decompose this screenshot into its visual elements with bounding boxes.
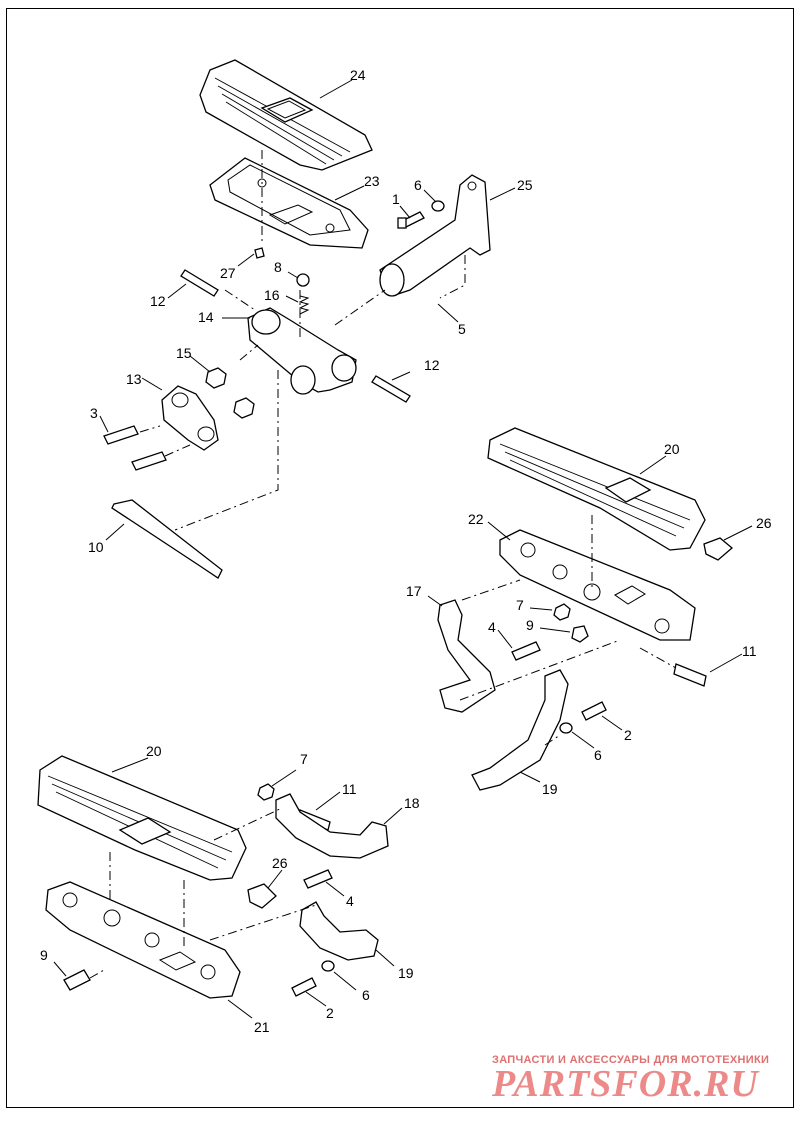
- spring-16: [298, 295, 310, 315]
- callout-27: 27: [220, 265, 236, 281]
- callout-7-right: 7: [516, 597, 524, 613]
- bolt-2-right: [581, 701, 607, 721]
- callout-7-left: 7: [300, 751, 308, 767]
- callout-18: 18: [404, 795, 420, 811]
- callout-14: 14: [198, 309, 214, 325]
- mount-bracket-25: [379, 174, 491, 297]
- callout-19-left: 19: [398, 965, 414, 981]
- callout-labels: 24 23 25 1 6 27 8 16 12 14 5 15 12 13 3 …: [40, 67, 772, 1035]
- callout-6-right: 6: [594, 747, 602, 763]
- ball-8: [296, 273, 310, 287]
- screw-27: [254, 247, 265, 259]
- pivot-body-14: [247, 307, 357, 395]
- pin-12-right: [371, 375, 411, 403]
- callout-4-right: 4: [488, 619, 496, 635]
- callout-2-left: 2: [326, 1005, 334, 1021]
- callout-15: 15: [176, 345, 192, 361]
- bolt-2-left: [291, 977, 317, 997]
- watermark-logo: PARTSFOR.RU: [492, 1063, 759, 1105]
- callout-9-right: 9: [526, 617, 534, 633]
- callout-26-right: 26: [756, 515, 772, 531]
- washer-6-left: [321, 960, 335, 972]
- callout-8: 8: [274, 259, 282, 275]
- nut-7-right: [553, 603, 571, 621]
- callout-6-left: 6: [362, 987, 370, 1003]
- bolt-11-right: [673, 663, 707, 687]
- support-plate-21: [45, 881, 241, 999]
- callout-17: 17: [406, 583, 422, 599]
- bracket-18: [275, 793, 389, 859]
- callout-2-right: 2: [624, 727, 632, 743]
- arm-19-right: [471, 669, 569, 791]
- callout-12-left: 12: [150, 293, 166, 309]
- footboard-20-left: [37, 755, 247, 881]
- watermark-tagline: ЗАПЧАСТИ И АКСЕССУАРЫ ДЛЯ МОТОТЕХНИКИ: [492, 1054, 770, 1066]
- callout-5: 5: [458, 321, 466, 337]
- arm-19-left: [299, 901, 379, 961]
- callout-11-right: 11: [742, 643, 757, 659]
- callout-22: 22: [468, 511, 484, 527]
- knob-9-left: [63, 969, 91, 991]
- nut-7-left: [257, 783, 275, 801]
- callout-20-left: 20: [146, 743, 162, 759]
- bolt-3-b: [131, 451, 167, 471]
- callout-21: 21: [254, 1019, 270, 1035]
- diagram-frame: [6, 8, 794, 1108]
- bolt-3-a: [103, 425, 139, 445]
- nut-15-b: [233, 397, 255, 419]
- footboard-pad-24: [199, 59, 373, 171]
- footboard-20-right: [487, 427, 706, 551]
- knob-9-right: [571, 625, 589, 643]
- callout-11-left: 11: [342, 781, 357, 797]
- nut-15-a: [205, 367, 227, 389]
- callout-9-left: 9: [40, 947, 48, 963]
- link-13: [161, 385, 219, 451]
- callout-20-right: 20: [664, 441, 680, 457]
- strip-10: [111, 499, 223, 579]
- callout-6-top: 6: [414, 177, 422, 193]
- callout-1: 1: [392, 191, 400, 207]
- washer-6-right: [559, 722, 573, 734]
- footboard-plate-23: [209, 157, 369, 249]
- callout-16: 16: [264, 287, 280, 303]
- clip-26-right: [703, 537, 734, 561]
- bracket-17: [437, 599, 496, 713]
- callout-13: 13: [126, 371, 142, 387]
- callout-24: 24: [350, 67, 366, 83]
- bolt-1: [397, 211, 425, 229]
- callout-10: 10: [88, 539, 104, 555]
- bolt-4-left: [303, 869, 333, 889]
- support-plate-22: [499, 529, 696, 641]
- callout-3: 3: [90, 405, 98, 421]
- callout-25: 25: [517, 177, 533, 193]
- leader-lines: [53, 79, 753, 1019]
- callout-23: 23: [364, 173, 380, 189]
- pin-12-left: [180, 269, 219, 297]
- callout-12-right: 12: [424, 357, 440, 373]
- washer-6-top: [431, 200, 445, 212]
- callout-4-left: 4: [346, 893, 354, 909]
- clip-26-left: [247, 883, 277, 909]
- callout-19-right: 19: [542, 781, 558, 797]
- callout-26-left: 26: [272, 855, 288, 871]
- bolt-4-right: [511, 641, 541, 661]
